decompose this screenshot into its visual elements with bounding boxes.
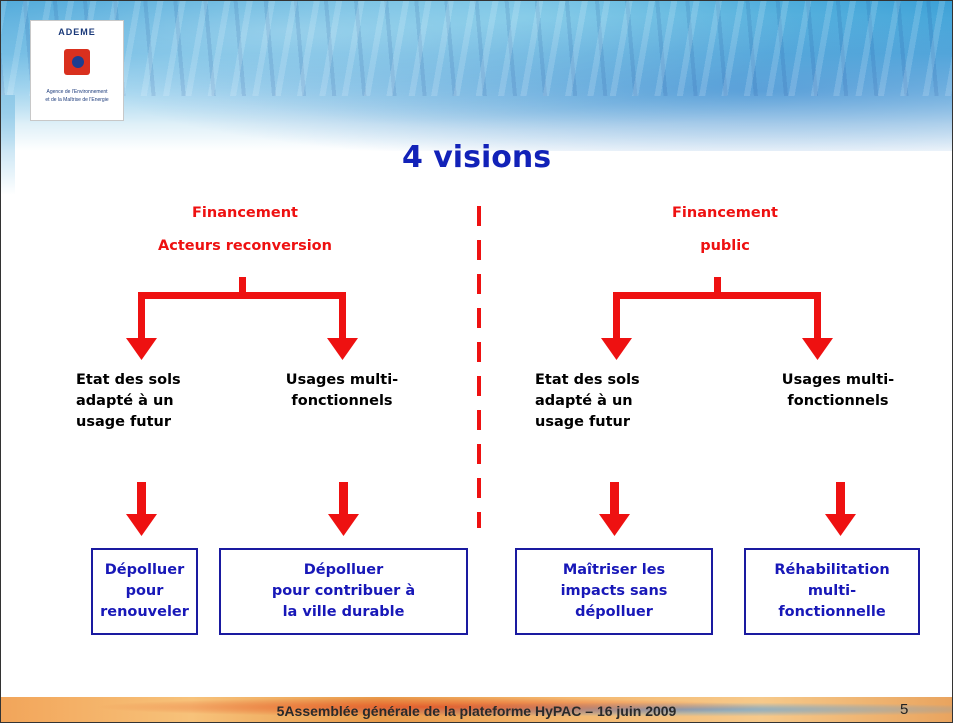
arrow-right-b (825, 482, 856, 536)
right-heading-public: public (700, 238, 750, 254)
diagram-connectors (126, 206, 856, 536)
box-line: impacts sans (560, 583, 668, 599)
right-tree-connector (601, 277, 833, 360)
box-line: Dépolluer (303, 562, 384, 578)
left-branch-multi-usage: Usages multi- fonctionnels (262, 370, 422, 412)
header-background (1, 1, 952, 151)
logo-name: ADEME (58, 27, 96, 37)
label-line: usage futur (535, 414, 631, 430)
arrow-left-a (126, 482, 157, 536)
label-line: Usages multi- (781, 372, 895, 388)
logo-tagline-2: et de la Maîtrise de l'Energie (45, 97, 109, 103)
left-branch-soil-state: Etat des sols adapté à un usage futur (76, 370, 226, 433)
label-line: fonctionnels (291, 393, 393, 409)
label-line: adapté à un (535, 393, 633, 409)
label-line: Etat des sols (535, 372, 640, 388)
label-line: Etat des sols (76, 372, 181, 388)
ademe-logo: ADEME Agence de l'Environnement et de la… (30, 20, 124, 121)
label-line: fonctionnels (787, 393, 889, 409)
header-texture (1, 1, 952, 96)
box-line: fonctionnelle (778, 604, 886, 620)
page-number: 5 (900, 701, 909, 718)
footer-caption: 5Assemblée générale de la plateforme HyP… (276, 703, 677, 719)
box-line: pour contribuer à (271, 583, 416, 599)
left-heading-financement: Financement (192, 205, 298, 221)
left-edge-decoration (1, 95, 15, 195)
box-line: multi- (807, 583, 857, 599)
box-depolluer-ville-durable: Dépolluer pour contribuer à la ville dur… (219, 548, 468, 635)
box-line: Maîtriser les (562, 562, 666, 578)
label-line: adapté à un (76, 393, 174, 409)
right-heading-financement: Financement (672, 205, 778, 221)
box-rehabilitation: Réhabilitation multi- fonctionnelle (744, 548, 920, 635)
footer-background (1, 697, 952, 722)
box-line: la ville durable (282, 604, 405, 620)
box-maitriser-impacts: Maîtriser les impacts sans dépolluer (515, 548, 713, 635)
left-tree-connector (126, 277, 358, 360)
label-line: Usages multi- (285, 372, 399, 388)
right-branch-multi-usage: Usages multi- fonctionnels (758, 370, 918, 412)
arrow-left-b (328, 482, 359, 536)
box-line: pour (125, 583, 164, 599)
down-arrows (126, 482, 856, 536)
box-line: renouveler (100, 604, 189, 620)
box-depolluer-renouveler: Dépolluer pour renouveler (91, 548, 198, 635)
label-line: usage futur (76, 414, 172, 430)
slide-title: 4 visions (401, 140, 552, 175)
right-branch-soil-state: Etat des sols adapté à un usage futur (535, 370, 685, 433)
logo-tagline-1: Agence de l'Environnement (46, 89, 108, 95)
box-line: Dépolluer (104, 562, 185, 578)
left-heading-actors: Acteurs reconversion (158, 238, 332, 254)
globe-icon (72, 56, 84, 68)
box-line: dépolluer (575, 604, 653, 620)
box-line: Réhabilitation (774, 562, 890, 578)
logo-emblem (64, 49, 90, 75)
arrow-right-a (599, 482, 630, 536)
